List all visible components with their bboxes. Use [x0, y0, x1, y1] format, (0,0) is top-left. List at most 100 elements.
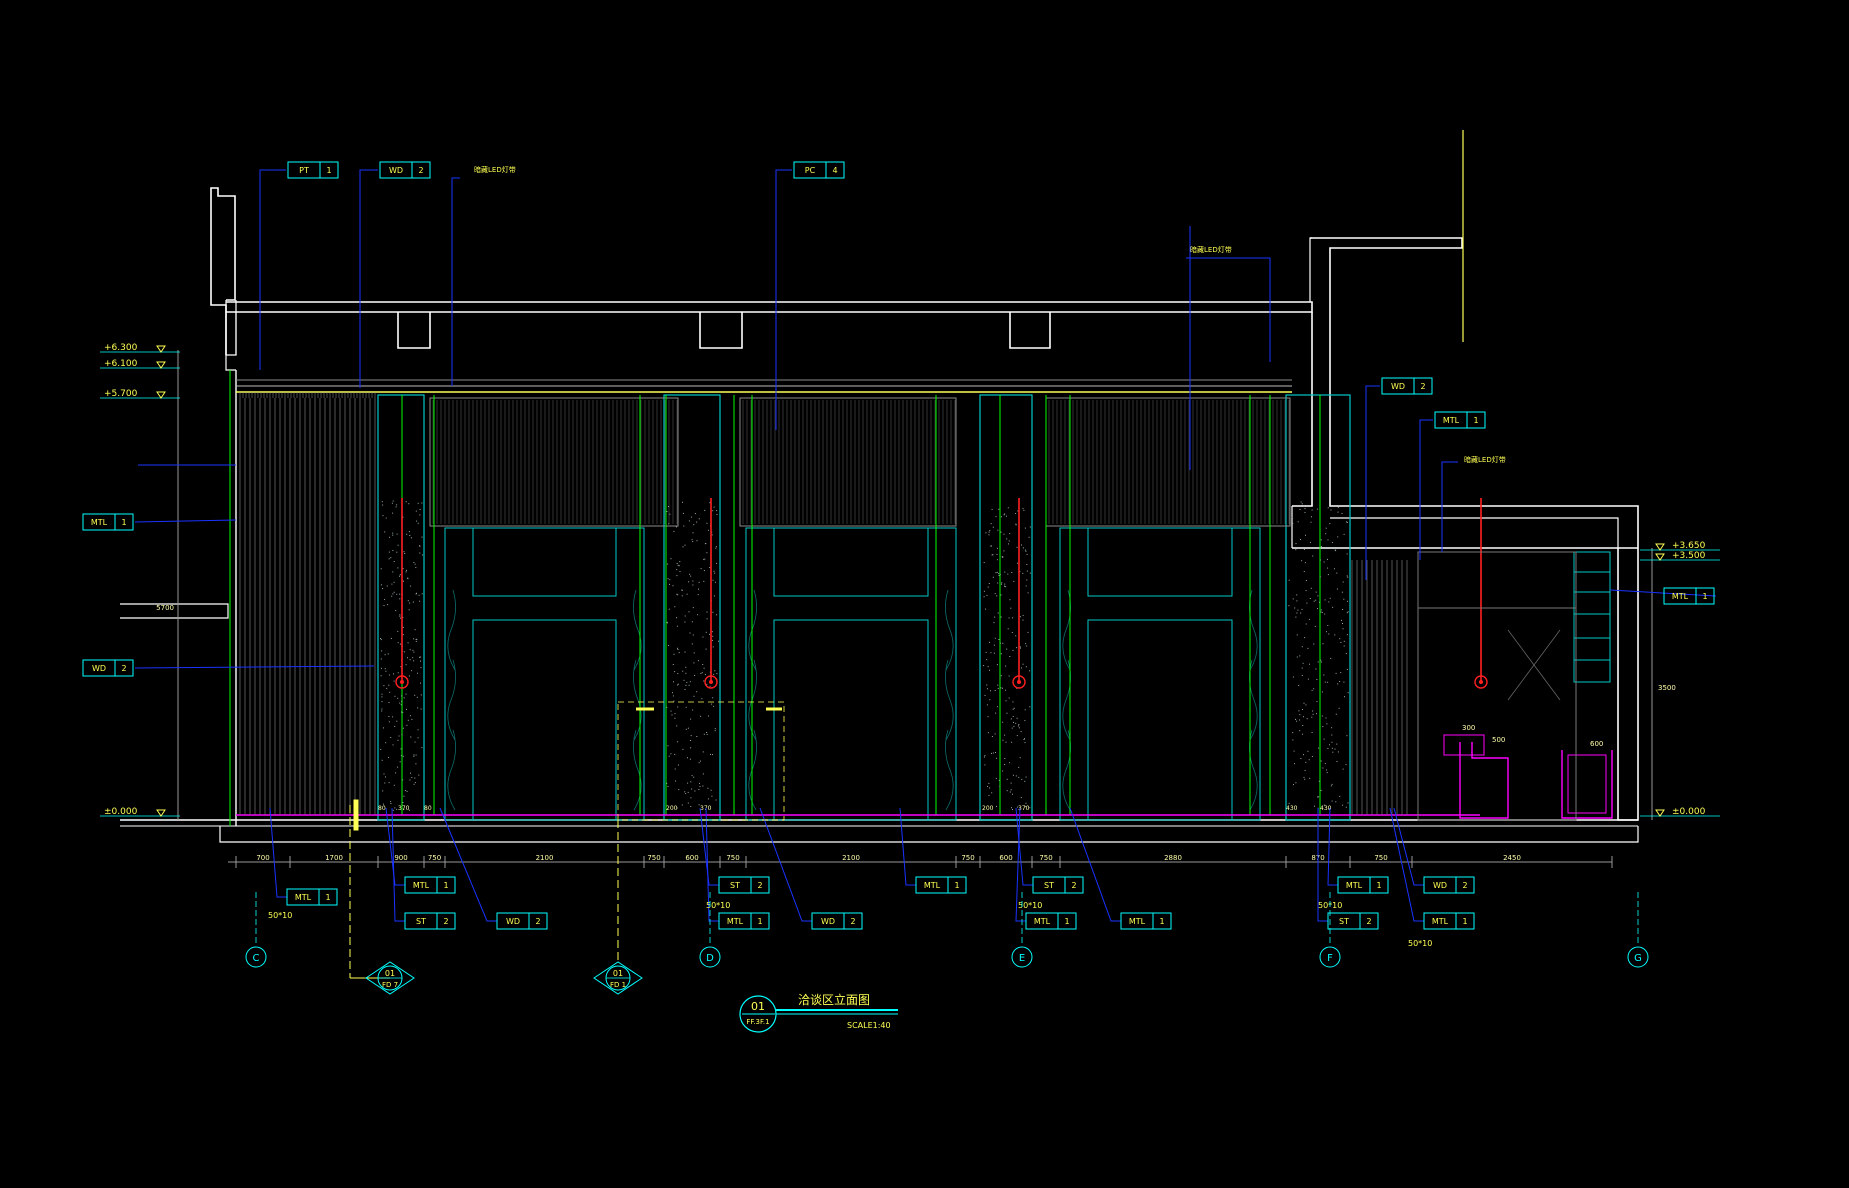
stone-speck: [1026, 553, 1028, 555]
stone-speck: [388, 702, 390, 703]
stone-speck: [987, 666, 989, 668]
stone-speck: [694, 513, 696, 515]
grid-label-c: C: [253, 953, 260, 964]
stone-speck: [1336, 761, 1338, 762]
stone-speck: [409, 659, 411, 661]
stone-speck: [1331, 800, 1333, 802]
stone-speck: [1299, 714, 1301, 716]
stone-speck: [1318, 747, 1320, 749]
stone-speck: [1302, 733, 1303, 735]
stone-speck: [413, 638, 415, 640]
stone-speck: [677, 647, 678, 649]
stone-speck: [994, 690, 996, 691]
stone-speck: [679, 571, 681, 573]
stone-speck: [1005, 689, 1006, 691]
stone-speck: [415, 754, 417, 756]
dimension-label-v4: 500: [1492, 736, 1505, 744]
right-wall-diag-2: [1507, 629, 1561, 701]
stone-speck: [706, 552, 708, 554]
stone-speck: [1002, 642, 1004, 644]
stone-speck: [671, 714, 673, 716]
dimension-label-v1: 5700: [156, 604, 174, 612]
stone-speck: [1346, 553, 1348, 555]
stone-speck: [409, 602, 411, 604]
stone-speck: [385, 742, 387, 744]
stone-speck: [383, 803, 384, 805]
stone-speck: [420, 708, 422, 710]
stone-speck: [1337, 683, 1339, 685]
stone-speck: [1018, 766, 1020, 768]
stone-speck: [1335, 801, 1337, 803]
tag-box: [82, 659, 134, 677]
stone-speck: [406, 569, 407, 571]
tag-index: 2: [1366, 917, 1371, 926]
stone-speck: [714, 728, 716, 730]
stone-column-frame-1: [377, 394, 425, 821]
stone-speck: [1020, 731, 1022, 732]
stone-speck: [1308, 618, 1310, 620]
tag-code: ST: [416, 917, 426, 926]
stone-speck: [1343, 598, 1345, 600]
stone-speck: [388, 551, 390, 553]
dimension-label-15: 750: [1374, 854, 1387, 862]
grid-bubble-d: [699, 946, 721, 968]
stone-speck: [393, 591, 395, 593]
stone-speck: [1006, 648, 1008, 650]
stone-speck: [1330, 657, 1332, 659]
stone-speck: [1025, 776, 1027, 778]
stone-speck: [672, 664, 674, 665]
stone-speck: [990, 545, 992, 547]
stone-speck: [1339, 795, 1341, 797]
left-roof-edge: [225, 305, 236, 371]
stone-speck: [380, 675, 382, 677]
stone-speck: [1347, 802, 1349, 804]
stone-speck: [714, 730, 716, 732]
stone-speck: [987, 732, 989, 734]
stone-speck: [698, 789, 700, 790]
stone-speck: [417, 502, 419, 504]
stone-speck: [989, 530, 991, 532]
stone-speck: [689, 632, 691, 634]
stone-speck: [684, 621, 686, 623]
stone-speck: [404, 790, 406, 791]
stone-speck: [410, 736, 412, 738]
stone-speck: [394, 807, 396, 809]
stone-speck: [703, 558, 705, 560]
tag-box: [718, 912, 770, 930]
stone-speck: [384, 531, 386, 533]
stone-speck: [676, 617, 677, 619]
stone-speck: [711, 795, 713, 797]
stone-speck: [399, 598, 401, 600]
tag-code: MTL: [413, 881, 430, 890]
stone-speck: [407, 577, 409, 579]
stone-speck: [1311, 689, 1313, 691]
stone-speck: [1336, 743, 1338, 745]
stone-speck: [1000, 516, 1002, 518]
stone-speck: [1012, 701, 1014, 703]
stone-speck: [392, 809, 394, 811]
section-mark-ref-1: FD 7: [382, 981, 398, 989]
stone-speck: [403, 651, 405, 653]
stone-speck: [1291, 517, 1293, 519]
stone-speck: [676, 569, 678, 571]
stone-speck: [399, 761, 401, 763]
stone-speck: [1329, 523, 1331, 525]
stone-speck: [396, 593, 398, 595]
stone-speck: [405, 664, 407, 666]
stone-speck: [1303, 776, 1305, 778]
stone-speck: [1029, 572, 1031, 574]
level-left-label-4: ±0.000: [104, 807, 138, 817]
stone-speck: [700, 760, 701, 762]
stone-speck: [414, 741, 416, 743]
stone-speck: [706, 732, 708, 733]
stone-speck: [678, 565, 680, 567]
stone-speck: [381, 501, 383, 503]
pendant-core-3: [1017, 680, 1021, 684]
stone-speck: [996, 706, 998, 708]
stone-speck: [381, 696, 383, 698]
stone-speck: [1002, 721, 1004, 723]
upper-roof-and-canopy: [1292, 237, 1639, 549]
leader-led-3: [1441, 461, 1458, 552]
